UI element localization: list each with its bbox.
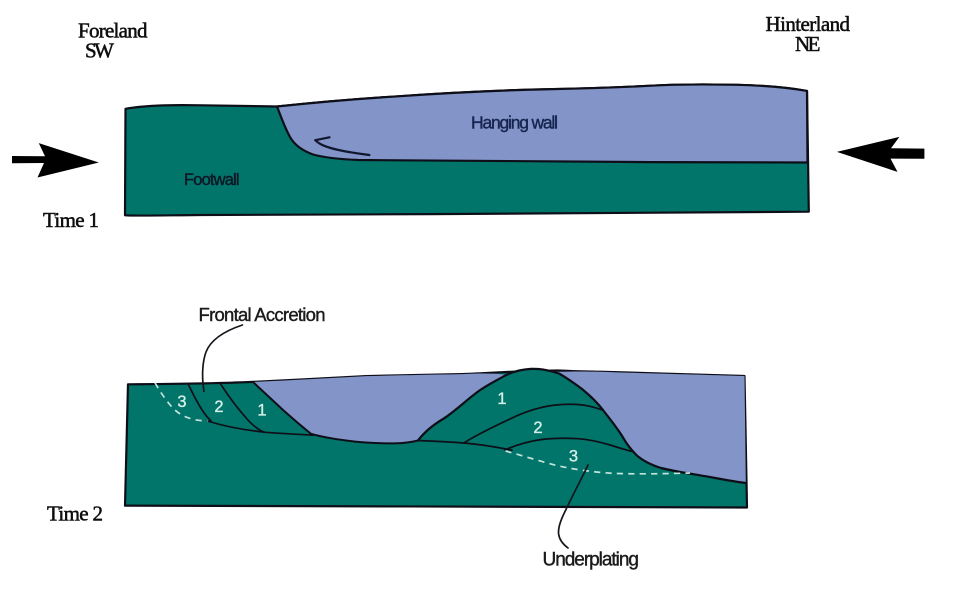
svg-text:Frontal Accretion: Frontal Accretion (199, 304, 326, 325)
svg-text:2: 2 (533, 419, 542, 437)
svg-text:Time 1: Time 1 (43, 208, 99, 232)
svg-text:3: 3 (177, 393, 186, 411)
svg-text:Hanging wall: Hanging wall (471, 113, 558, 133)
svg-text:3: 3 (569, 448, 578, 466)
svg-text:Time 2: Time 2 (47, 502, 103, 526)
svg-text:Foreland: Foreland (78, 19, 148, 43)
svg-text:1: 1 (497, 390, 506, 408)
svg-text:2: 2 (214, 398, 223, 416)
svg-text:1: 1 (257, 402, 266, 420)
svg-text:Footwall: Footwall (184, 171, 240, 189)
svg-text:NE: NE (795, 32, 821, 56)
svg-text:Underplating: Underplating (543, 550, 640, 571)
svg-text:Hinterland: Hinterland (766, 12, 851, 36)
svg-text:SW: SW (85, 39, 114, 63)
